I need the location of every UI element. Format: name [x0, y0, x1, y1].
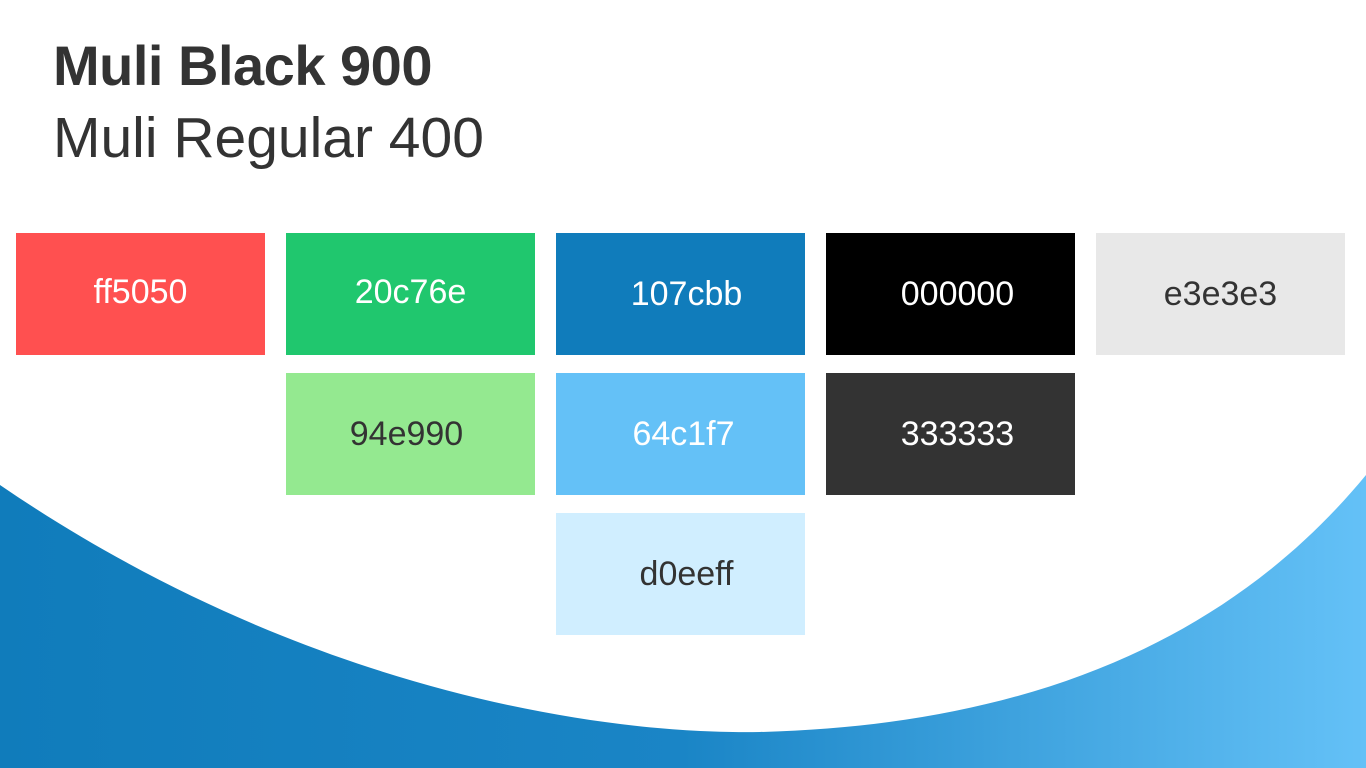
swatch-label: e3e3e3	[1163, 274, 1278, 313]
swatch-e3e3e3: e3e3e3	[1096, 233, 1345, 355]
swatch-label: 333333	[900, 414, 1015, 453]
swatch-label: 000000	[900, 274, 1015, 313]
swatch-label: 64c1f7	[632, 414, 735, 453]
swatch-label: 107cbb	[630, 274, 743, 313]
swatch-64c1f7: 64c1f7	[556, 373, 805, 495]
swatch-000000: 000000	[826, 233, 1075, 355]
swatch-label: 20c76e	[354, 272, 467, 311]
swatch-94e990: 94e990	[286, 373, 535, 495]
swatch-107cbb: 107cbb	[556, 233, 805, 355]
swatch-label: 94e990	[349, 414, 464, 453]
heading-muli-black: Muli Black 900	[53, 34, 432, 97]
heading-muli-regular: Muli Regular 400	[53, 106, 484, 170]
swatch-label: ff5050	[93, 272, 188, 311]
swatch-333333: 333333	[826, 373, 1075, 495]
swatch-label: d0eeff	[639, 554, 734, 593]
swatch-d0eeff: d0eeff	[556, 513, 805, 635]
swatch-ff5050: ff5050	[16, 233, 265, 355]
swatch-20c76e: 20c76e	[286, 233, 535, 355]
